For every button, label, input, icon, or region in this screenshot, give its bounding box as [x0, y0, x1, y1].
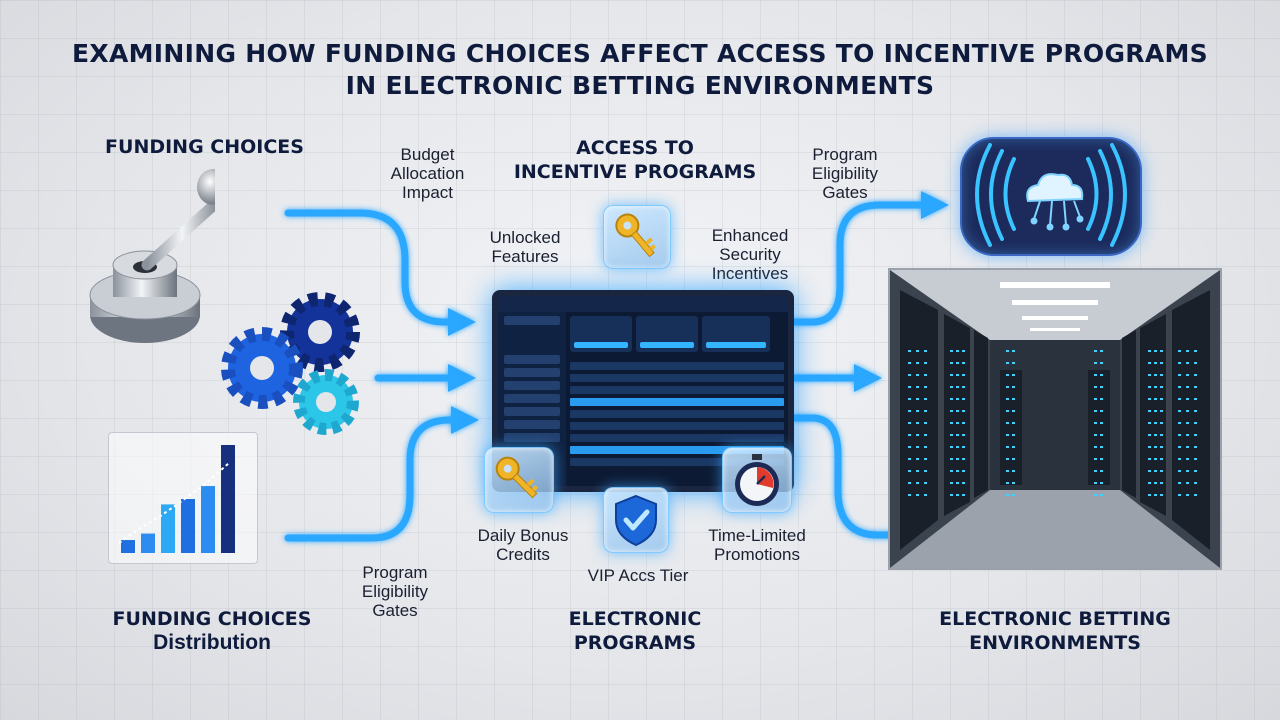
page-title-line1: EXAMINING HOW FUNDING CHOICES AFFECT ACC…	[72, 39, 1208, 68]
label-daily-bonus-line2: Credits	[496, 545, 550, 564]
heading-access-line2: INCENTIVE PROGRAMS	[513, 161, 757, 183]
heading-electronic-programs-line1: ELECTRONIC	[568, 608, 702, 630]
label-gates-top-line1: Program	[812, 145, 878, 164]
arrow-dashboard-to-cloud	[791, 191, 949, 326]
bar-chart-bar	[221, 445, 235, 553]
label-budget-line1: Budget	[400, 145, 455, 164]
label-gates-bottom-line1: Program	[362, 563, 428, 582]
bar-chart-bar	[181, 499, 195, 553]
label-time-limited-line2: Promotions	[714, 545, 800, 564]
label-unlocked-line1: Unlocked	[489, 228, 561, 247]
heading-electronic-betting-line1: ELECTRONIC BETTING	[939, 608, 1171, 630]
server-racks	[890, 270, 1220, 568]
label-gates-top-line2: Eligibility	[811, 164, 879, 183]
shield-check-icon	[615, 494, 657, 547]
label-enhanced-security: Enhanced Security Incentives	[695, 226, 805, 283]
time-limited-tile	[722, 447, 792, 513]
cloud-network-icon	[975, 143, 1127, 247]
heading-electronic-programs-line2: PROGRAMS	[573, 632, 697, 654]
label-program-eligibility-top: Program Eligibility Gates	[790, 145, 900, 202]
bar-chart-bar	[121, 540, 135, 553]
bar-chart-bar	[201, 486, 215, 553]
lever-icon	[89, 169, 215, 343]
page-title-line2: IN ELECTRONIC BETTING ENVIRONMENTS	[345, 71, 935, 100]
label-daily-bonus-line1: Daily Bonus	[477, 526, 569, 545]
label-budget-allocation: Budget Allocation Impact	[370, 145, 485, 202]
label-budget-line3: Impact	[401, 183, 454, 202]
heading-funding-distribution-line1: FUNDING CHOICES	[112, 608, 312, 630]
key-icon-tile	[603, 205, 671, 269]
dashboard-topbar	[498, 296, 788, 312]
server-room-image	[888, 268, 1222, 570]
stopwatch-icon	[735, 454, 779, 506]
bar-chart-bar	[141, 533, 155, 553]
arrow-dashboard-to-betting	[791, 414, 1079, 549]
arrow-funding-to-dashboard	[284, 209, 476, 336]
key-icon	[495, 456, 539, 499]
label-enhanced-line1: Enhanced	[711, 226, 789, 245]
arrow-chart-to-dashboard	[284, 406, 479, 542]
heading-access-line1: ACCESS TO	[576, 137, 694, 159]
daily-bonus-tile	[484, 447, 554, 513]
key-icon	[615, 213, 656, 258]
bar-chart-bars	[118, 445, 235, 553]
label-unlocked-line2: Features	[491, 247, 559, 266]
label-gates-top-line3: Gates	[822, 183, 868, 202]
label-daily-bonus: Daily Bonus Credits	[468, 526, 578, 564]
gears-icon	[221, 292, 360, 435]
label-enhanced-line2: Security	[719, 245, 781, 264]
label-time-limited-line1: Time-Limited	[708, 526, 806, 545]
heading-funding-choices: FUNDING CHOICES	[105, 136, 304, 158]
heading-electronic-betting-line2: ENVIRONMENTS	[969, 632, 1141, 654]
label-time-limited: Time-Limited Promotions	[697, 526, 817, 564]
label-gates-bottom-line2: Eligibility	[361, 582, 429, 601]
bar-chart-icon	[108, 432, 258, 564]
label-gates-bottom-line3: Gates	[372, 601, 418, 620]
label-enhanced-line3: Incentives	[711, 264, 789, 283]
heading-funding-distribution-line2: Distribution	[153, 631, 271, 654]
label-budget-line2: Allocation	[390, 164, 465, 183]
label-unlocked-features: Unlocked Features	[470, 228, 580, 266]
bar-chart-bar	[161, 504, 175, 553]
vip-tile	[603, 487, 669, 553]
dashboard-main	[570, 316, 784, 482]
trend-line	[118, 462, 230, 544]
label-vip: VIP Accs Tier	[587, 566, 689, 585]
cloud-network-tile	[960, 137, 1142, 256]
label-program-eligibility-bottom: Program Eligibility Gates	[345, 563, 445, 620]
